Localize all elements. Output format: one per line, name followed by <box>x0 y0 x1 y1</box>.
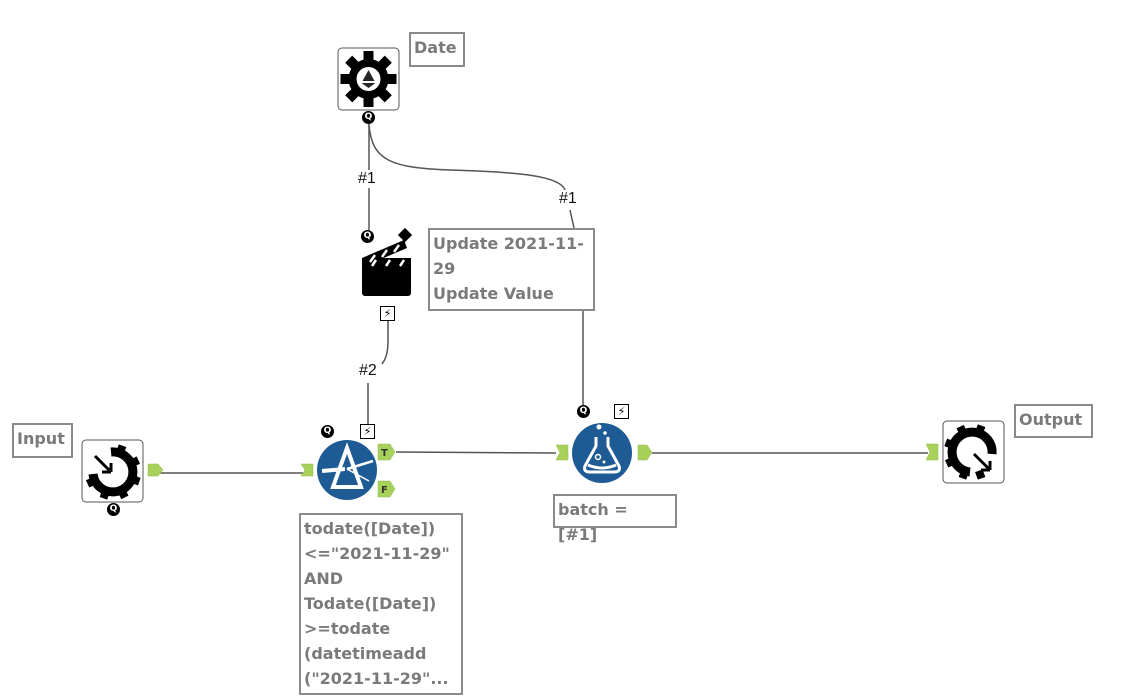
filter-false-anchor[interactable] <box>377 480 396 498</box>
output-macro-tool[interactable] <box>942 420 1005 484</box>
filter-expression-line: AND <box>304 569 344 588</box>
input-macro-tool[interactable] <box>81 439 144 503</box>
filter-tool[interactable] <box>317 440 377 500</box>
wire-date-to-formula[interactable] <box>368 124 584 408</box>
filter-q-badge: Q <box>321 425 334 438</box>
date-macro-tool[interactable] <box>337 47 400 111</box>
formula-q-badge: Q <box>577 405 590 418</box>
input-macro-q-badge: Q <box>107 503 120 516</box>
filter-false-label: F <box>381 485 388 496</box>
formula-output-anchor[interactable] <box>637 444 653 461</box>
update-annotation-line: Update 2021-11- <box>433 234 584 253</box>
output-annotation: Output <box>1014 404 1093 438</box>
input-annotation: Input <box>12 423 73 458</box>
connection-label-batch-filter: #2 <box>358 362 378 380</box>
clapperboard-icon <box>215 227 413 296</box>
filter-expression-line: ("2021-11-29"... <box>304 669 449 688</box>
filter-annotation: todate([Date]) <="2021-11-29" AND Todate… <box>299 513 463 695</box>
flask-icon <box>583 424 621 474</box>
filter-expression-line: >=todate <box>304 619 391 638</box>
date-macro-q-badge: Q <box>362 111 375 124</box>
gear-recycle-icon <box>340 51 397 107</box>
output-input-anchor[interactable] <box>925 443 939 461</box>
connection-label-date-batch: #1 <box>357 170 377 188</box>
macro-output-icon <box>944 424 997 480</box>
formula-input-anchor[interactable] <box>555 444 569 461</box>
macro-input-icon <box>85 444 141 500</box>
filter-true-label: T <box>381 448 388 459</box>
batch-q-badge: Q <box>361 230 374 243</box>
formula-tool[interactable] <box>572 423 632 483</box>
filter-true-anchor[interactable] <box>377 443 396 461</box>
batch-bolt-badge: ⚡ <box>380 306 395 321</box>
wire-batch-to-filter[interactable] <box>367 321 389 424</box>
wire-filter-to-formula[interactable] <box>395 451 557 454</box>
formula-bolt-badge: ⚡ <box>614 404 629 419</box>
formula-annotation: batch = [#1] <box>553 494 677 544</box>
filter-expression-line: (datetimeadd <box>304 644 427 663</box>
filter-prism-icon <box>321 442 374 489</box>
batch-macro-tool[interactable] <box>215 227 413 296</box>
filter-expression-line: todate([Date]) <box>304 519 436 538</box>
filter-expression-line: <="2021-11-29" <box>304 544 450 563</box>
connection-label-date-formula: #1 <box>558 190 578 208</box>
update-annotation-line: Update Value <box>433 284 554 303</box>
date-annotation: Date <box>409 32 465 67</box>
update-annotation-line: 29 <box>433 259 456 278</box>
filter-input-anchor[interactable] <box>300 463 314 477</box>
update-annotation: Update 2021-11- 29 Update Value <box>428 228 595 311</box>
input-output-anchor[interactable] <box>147 463 164 477</box>
filter-expression-line: Todate([Date]) <box>304 594 437 613</box>
filter-bolt-badge: ⚡ <box>360 424 375 439</box>
